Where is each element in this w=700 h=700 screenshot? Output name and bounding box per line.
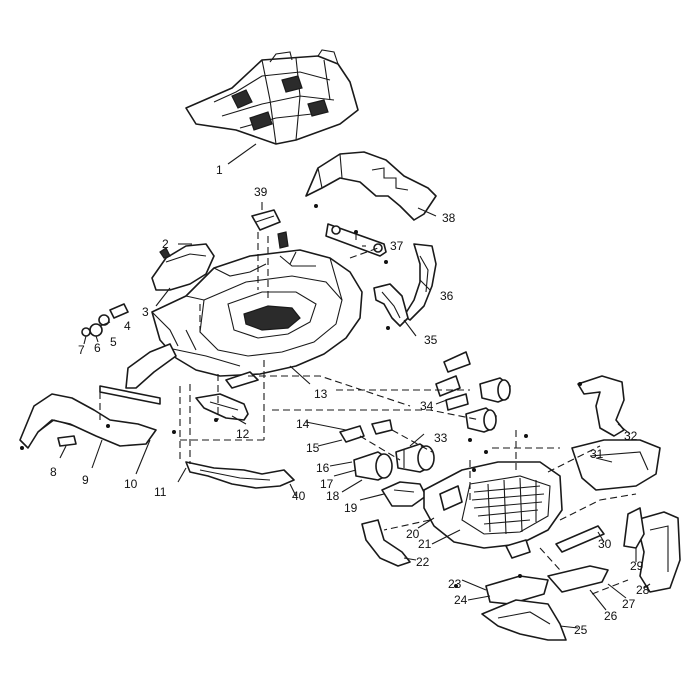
callout-35: 35	[424, 333, 438, 347]
callout-labels: 1 2 3 4 5 6 7 8 9 10 11 12 13 14 15 16 1…	[50, 163, 650, 637]
callout-31: 31	[590, 447, 604, 461]
part-25-skid	[481, 599, 567, 641]
part-38-rear-fender	[305, 151, 437, 221]
callout-28: 28	[636, 583, 650, 597]
parts-4-7-fasteners	[81, 303, 129, 337]
callout-13: 13	[314, 387, 328, 401]
part-40-skid-plate	[185, 461, 295, 489]
callout-27: 27	[622, 597, 636, 611]
part-32-front-rack	[577, 375, 625, 437]
part-10-bar	[99, 385, 161, 405]
part-21-front-body	[423, 461, 563, 559]
callout-1: 1	[216, 163, 223, 177]
part-30-bar	[555, 525, 605, 553]
part-13-rear-body	[125, 249, 363, 389]
callout-36: 36	[440, 289, 454, 303]
callout-18: 18	[326, 489, 340, 503]
callout-39: 39	[254, 185, 268, 199]
callout-24: 24	[454, 593, 468, 607]
callout-9: 9	[82, 473, 89, 487]
callout-40: 40	[292, 489, 306, 503]
part-3-fender-flap	[151, 243, 215, 291]
callout-6: 6	[94, 341, 101, 355]
callout-22: 22	[416, 555, 430, 569]
callout-32: 32	[624, 429, 638, 443]
assembly-dashed-lines	[99, 232, 637, 595]
callout-25: 25	[574, 623, 588, 637]
callout-29: 29	[630, 559, 644, 573]
callout-26: 26	[604, 609, 618, 623]
callout-16: 16	[316, 461, 330, 475]
callout-30: 30	[598, 537, 612, 551]
part-34-lamp-pair	[465, 377, 511, 433]
callout-14: 14	[296, 417, 310, 431]
callout-2: 2	[162, 237, 169, 251]
callout-12: 12	[236, 427, 250, 441]
part-1-rear-rack	[185, 49, 359, 145]
part-28-side-shield	[635, 511, 681, 593]
callout-7: 7	[78, 343, 85, 357]
callout-34: 34	[420, 399, 434, 413]
part-12-handle	[195, 393, 249, 421]
callout-37: 37	[390, 239, 404, 253]
callout-11: 11	[154, 485, 167, 499]
part-37-support-bar	[325, 223, 387, 257]
part-35-bracket	[373, 283, 409, 327]
callout-3: 3	[142, 305, 149, 319]
part-39-reflector	[251, 209, 289, 249]
part-31-front-panel	[571, 439, 661, 491]
part-22-side-step	[361, 519, 411, 567]
callout-17: 17	[320, 477, 334, 491]
part-36-side-cover	[403, 243, 437, 321]
part-9-lower-fender	[19, 393, 157, 449]
part-34-bracket	[435, 351, 471, 411]
callout-8: 8	[50, 465, 57, 479]
callout-38: 38	[442, 211, 456, 225]
callout-10: 10	[124, 477, 138, 491]
part-18-lamp	[353, 451, 393, 481]
callout-5: 5	[110, 335, 117, 349]
part-19-bezel	[381, 481, 427, 507]
part-15-bracket	[339, 419, 393, 443]
callout-15: 15	[306, 441, 320, 455]
callout-23: 23	[448, 577, 462, 591]
callout-20: 20	[406, 527, 420, 541]
part-33-lamp	[395, 443, 435, 473]
part-26-lower-plate	[547, 565, 609, 593]
callout-33: 33	[434, 431, 448, 445]
callout-leader-lines	[59, 143, 651, 629]
callout-19: 19	[344, 501, 358, 515]
part-29-guard	[623, 507, 645, 549]
callout-21: 21	[418, 537, 432, 551]
fastener-dots	[20, 204, 582, 588]
callout-4: 4	[124, 319, 131, 333]
